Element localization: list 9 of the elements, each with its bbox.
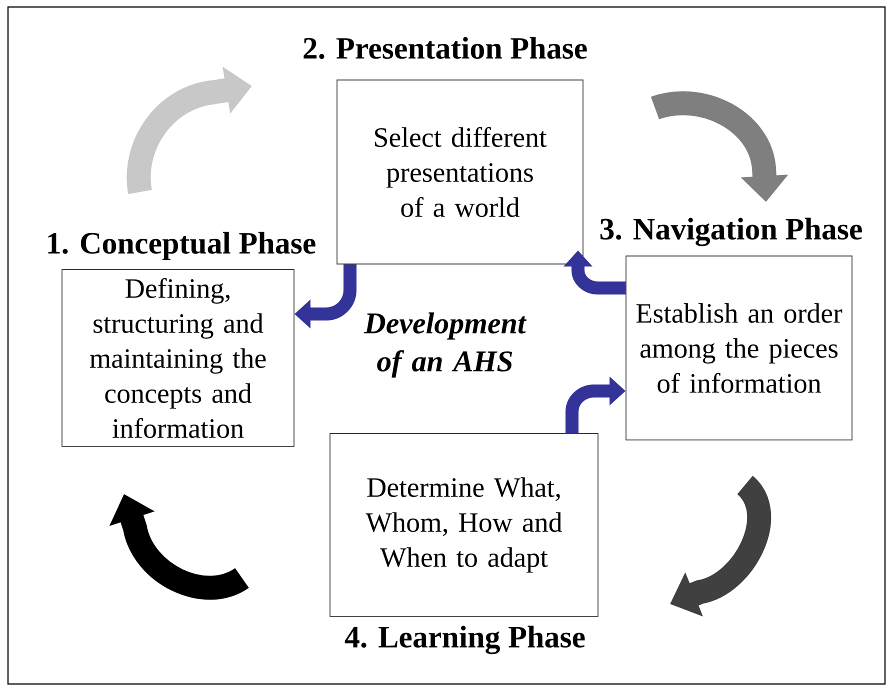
phase-box: Establish an order among the pieces of information bbox=[626, 256, 852, 440]
phase-box: Defining, structuring and maintaining the concepts and information bbox=[62, 269, 294, 447]
center-label: Development of an AHS bbox=[364, 312, 527, 378]
phase-heading: 3. Navigation Phase bbox=[600, 218, 862, 246]
phase-box: Determine What, Whom, How and When to adapt bbox=[330, 433, 598, 617]
phase-heading: 2. Presentation Phase bbox=[304, 37, 587, 59]
phase-heading: 1. Conceptual Phase bbox=[48, 232, 316, 260]
phase-box: Select different presentations of a world bbox=[336, 80, 584, 264]
phase-heading: 4. Learning Phase bbox=[344, 626, 585, 654]
